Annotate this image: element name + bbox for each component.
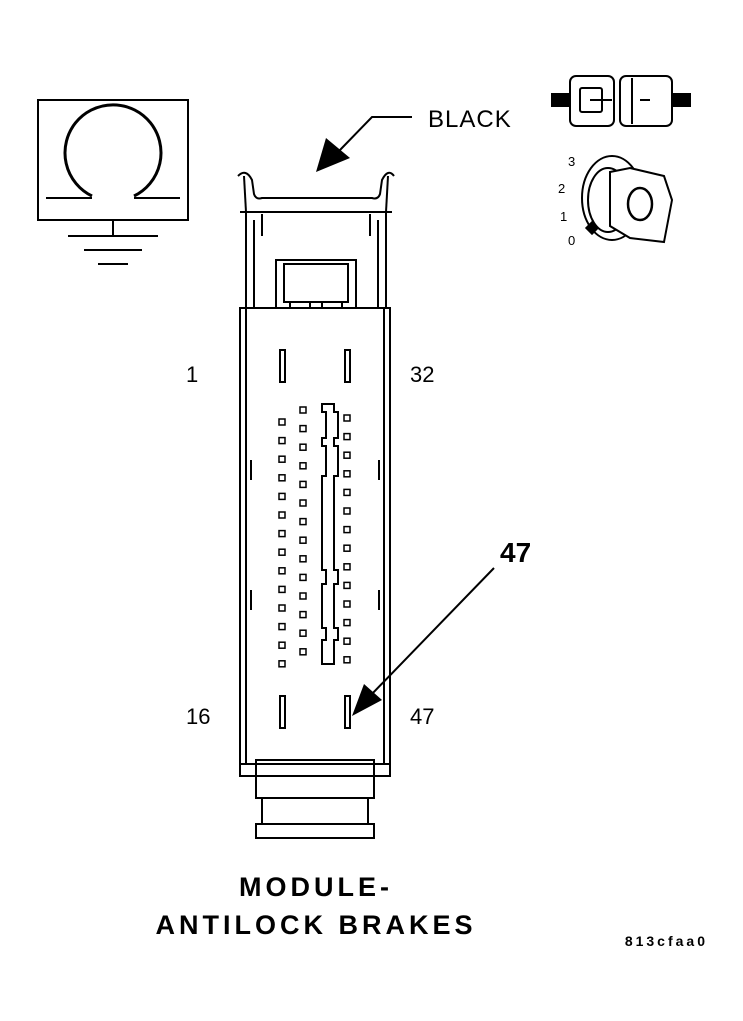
pin-cavity <box>299 443 307 451</box>
pin-cavity <box>343 618 351 627</box>
title-line-1: MODULE- <box>239 872 393 902</box>
pin-cavity <box>299 499 307 507</box>
pin-label-47: 47 <box>410 704 434 729</box>
connector-body <box>237 171 395 839</box>
pin-cavity <box>343 544 351 552</box>
pin-callout-arrow <box>352 567 495 716</box>
pin-cavity <box>278 660 286 668</box>
pin-cavity <box>278 622 286 631</box>
ignition-key-icon <box>581 155 674 244</box>
pin-cavity <box>343 581 351 590</box>
pin-cavity <box>299 480 307 489</box>
pin-cavity <box>343 637 351 645</box>
pin-cavity <box>278 511 286 519</box>
pin-cavity <box>343 600 351 608</box>
pin-cavity <box>343 488 351 497</box>
pin-cavity <box>299 648 307 656</box>
pin-cavity <box>343 470 351 478</box>
pin-cavity <box>278 436 286 445</box>
pin-cavity <box>278 474 286 482</box>
pin-cavity <box>299 406 307 414</box>
ignition-position-3: 3 <box>568 154 575 169</box>
pin-cavity <box>343 656 351 664</box>
pin-cavity <box>278 604 286 612</box>
ground-icon <box>37 99 189 265</box>
pin-cavity <box>299 592 307 600</box>
pin-cavity <box>278 585 286 594</box>
figure-code: 813cfaa0 <box>625 933 708 949</box>
pin-cavity <box>299 555 307 563</box>
connector-icon <box>551 75 691 127</box>
pin-cavity <box>343 563 351 571</box>
terminal-slots <box>279 349 351 729</box>
pin-cavity <box>299 610 307 619</box>
color-callout-leader <box>316 116 412 172</box>
pin-cavity <box>278 641 286 649</box>
pin-cavity <box>278 492 286 501</box>
pin-cavity <box>343 525 351 534</box>
pin-label-16: 16 <box>186 704 210 729</box>
pin-cavity <box>278 455 286 463</box>
pin-cavity <box>299 629 307 637</box>
center-rib <box>321 403 339 665</box>
ignition-position-2: 2 <box>558 181 565 196</box>
pin-cavity <box>299 573 307 582</box>
pin-cavities <box>278 406 351 668</box>
pin-cavity <box>299 424 307 433</box>
title-line-2: ANTILOCK BRAKES <box>156 910 477 940</box>
pin-cavity <box>343 507 351 515</box>
pin-label-1: 1 <box>186 362 198 387</box>
ignition-position-1: 1 <box>560 209 567 224</box>
pin-callout-label: 47 <box>500 537 531 568</box>
pin-cavity <box>299 517 307 526</box>
pin-cavity <box>299 536 307 544</box>
pin-cavity <box>343 432 351 441</box>
ignition-position-0: 0 <box>568 233 575 248</box>
pin-cavity <box>278 529 286 538</box>
pin-cavity <box>343 451 351 459</box>
pin-cavity <box>278 567 286 575</box>
pin-cavity <box>278 418 286 426</box>
pin-label-32: 32 <box>410 362 434 387</box>
pin-cavity <box>343 414 351 422</box>
pin-cavity <box>299 462 307 470</box>
pin-cavity <box>278 548 286 556</box>
color-label: BLACK <box>428 106 512 133</box>
